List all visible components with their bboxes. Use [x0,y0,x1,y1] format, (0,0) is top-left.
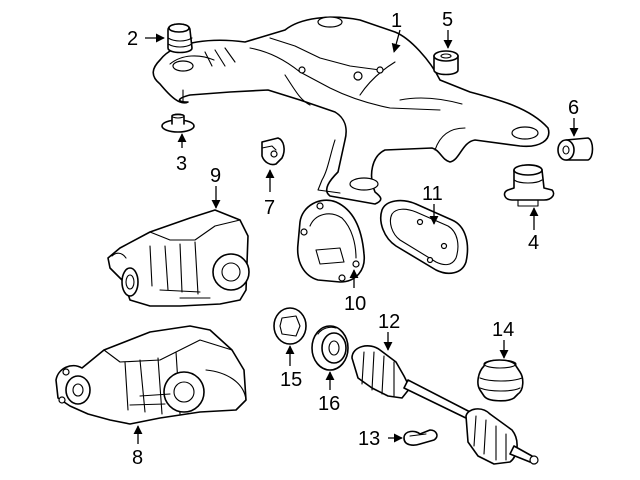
output-flange [311,325,349,371]
subframe-mount-upper [167,23,193,54]
callout-7: 7 [264,197,275,219]
drive-axle-shaft [351,345,539,465]
differential-housing-lower [55,325,247,425]
callout-5: 5 [442,9,453,31]
callout-16: 16 [318,393,340,415]
rubber-mount-right [503,164,555,207]
retaining-clip [403,429,438,446]
axle-seal [273,307,307,345]
bushing-small [433,50,459,76]
mount-washer [161,113,195,133]
callout-9: 9 [210,165,221,187]
mount-bracket [261,137,285,166]
callout-labels: 1 2 3 4 5 6 7 8 9 10 11 12 13 14 15 16 [127,9,579,469]
cv-boot [477,359,524,402]
subframe-crossmember [152,16,550,205]
callout-14: 14 [492,319,514,341]
callout-2: 2 [127,28,138,50]
callout-13: 13 [358,428,380,450]
cover-gasket [380,199,469,275]
callout-6: 6 [568,97,579,119]
callout-11: 11 [422,183,443,205]
differential-housing-upper [107,209,250,307]
leader-lines [133,29,579,444]
callout-12: 12 [378,311,400,333]
bushing-side [557,137,594,161]
callout-15: 15 [280,369,302,391]
callout-8: 8 [132,447,143,469]
callout-3: 3 [176,153,187,175]
callout-10: 10 [344,293,366,315]
callout-1: 1 [391,10,402,32]
differential-cover [296,199,365,283]
callout-4: 4 [528,232,539,254]
leader-1 [391,29,401,53]
